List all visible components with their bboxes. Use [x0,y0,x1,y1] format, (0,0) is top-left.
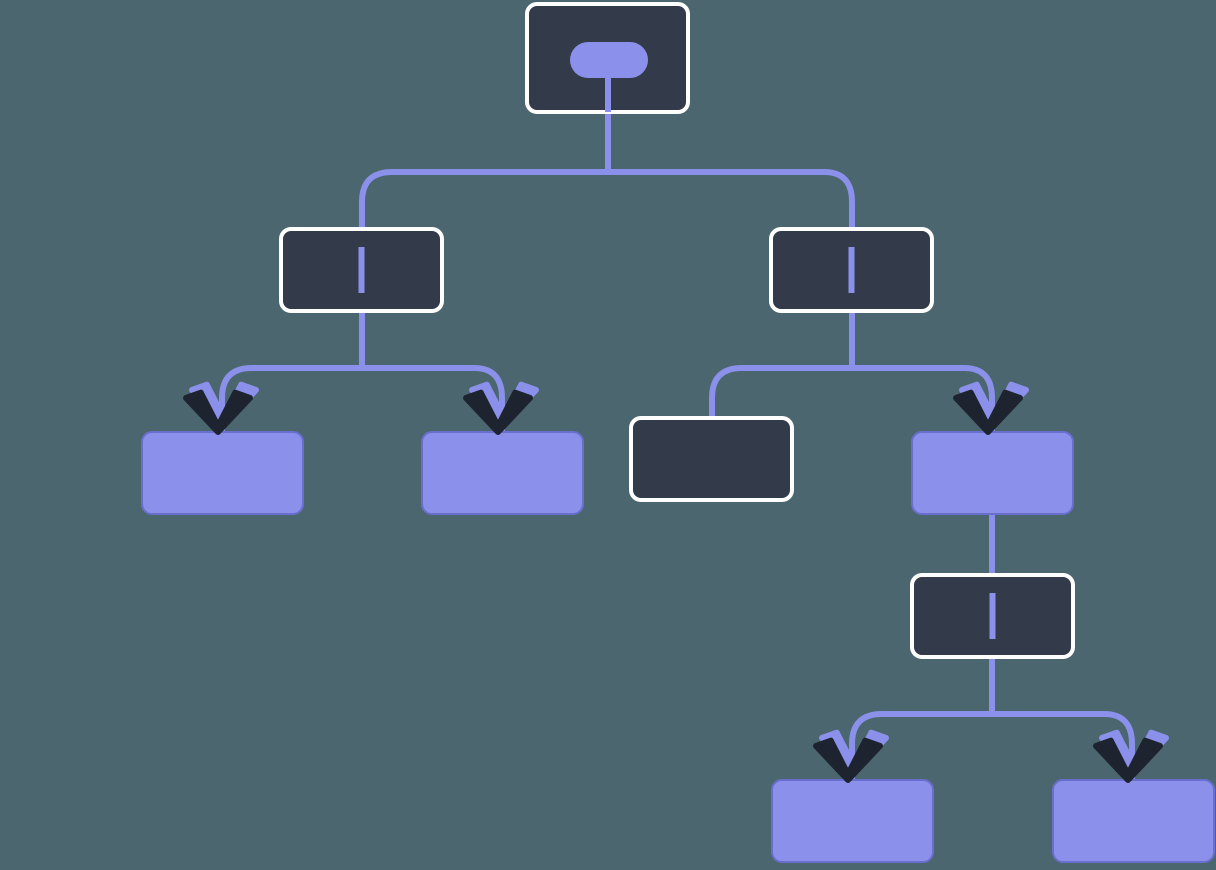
double-chevron-down-icon [953,389,1023,435]
leaf-node-3-shape [911,431,1074,515]
leaf-node-4[interactable] [771,779,934,863]
leaf-node-5-shape [1052,779,1215,863]
double-chevron-down-icon [183,389,253,435]
connector-root-to-branches [359,112,855,229]
arrowhead-layer [183,381,1169,783]
root-node[interactable] [525,2,690,114]
leaf-node-2[interactable] [421,431,584,515]
leaf-node-4-shape [771,779,934,863]
leaf-node-2-shape [421,431,584,515]
double-chevron-down-icon [463,389,533,435]
connector-layer [219,112,1135,780]
branch-node-lower[interactable] [910,573,1075,659]
node-layer [141,2,1215,863]
connector-lower-branch-to-leaves [849,657,1135,780]
leaf-node-5[interactable] [1052,779,1215,863]
double-chevron-down-icon [1093,737,1163,783]
connector-right-branch-to-children [709,311,995,432]
leaf-node-1-shape [141,431,304,515]
leaf-node-3[interactable] [911,431,1074,515]
leaf-node-1[interactable] [141,431,304,515]
pin-stem [605,74,611,112]
empty-node[interactable] [629,416,794,502]
branch-node-left[interactable] [279,227,444,313]
branch-node-right[interactable] [769,227,934,313]
pin-head-icon [570,42,648,78]
empty-node-shape [629,416,794,502]
double-chevron-down-icon [813,737,883,783]
connector-left-branch-to-leaves [219,311,505,432]
